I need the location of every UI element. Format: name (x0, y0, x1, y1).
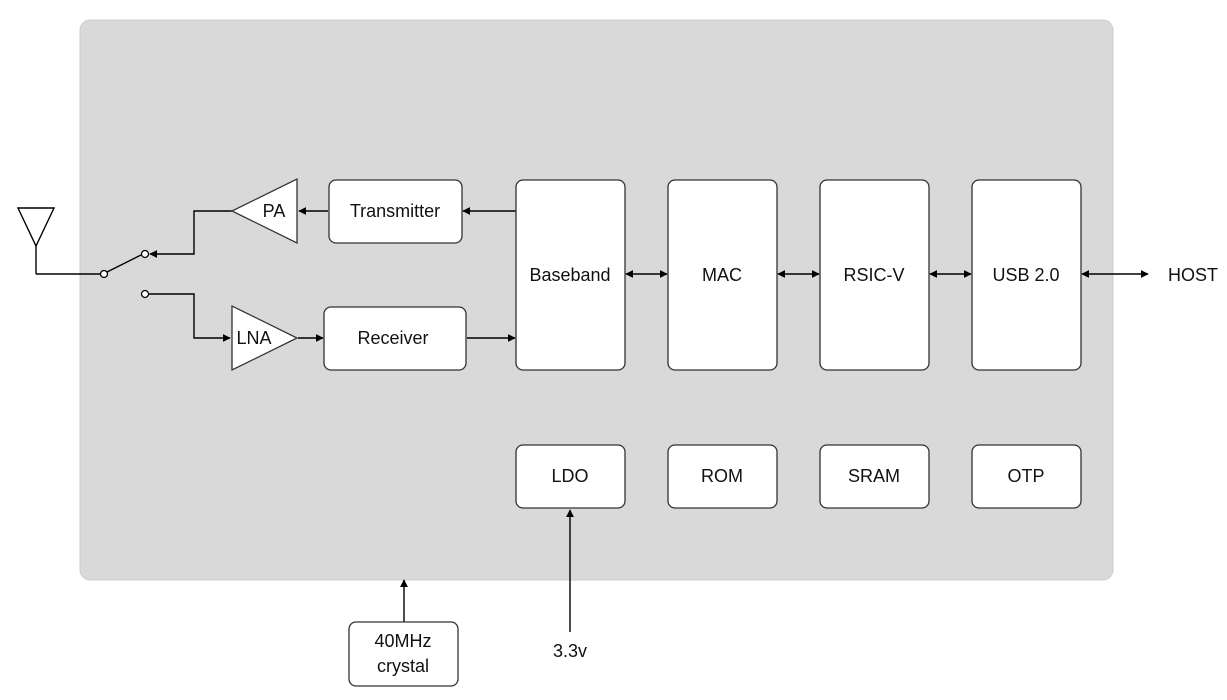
crystal-block: 40MHz crystal (348, 621, 459, 687)
pa-amplifier: PA (230, 177, 298, 245)
otp-label: OTP (1007, 466, 1044, 486)
lna-label: LNA (236, 328, 271, 348)
rom-label: ROM (701, 466, 743, 486)
mac-label: MAC (702, 265, 742, 285)
sram-label: SRAM (848, 466, 900, 486)
baseband-label: Baseband (529, 265, 610, 285)
mac-block: MAC (667, 179, 778, 371)
usb-block: USB 2.0 (971, 179, 1082, 371)
transmitter-block: Transmitter (328, 179, 463, 244)
sram-block: SRAM (819, 444, 930, 509)
crystal-label-line1: 40MHz (374, 631, 431, 651)
ldo-block: LDO (515, 444, 626, 509)
rsic-v-block: RSIC-V (819, 179, 930, 371)
pa-to-switch-line (149, 210, 232, 258)
rom-block: ROM (667, 444, 778, 509)
receiver-block: Receiver (323, 306, 467, 371)
usb-label: USB 2.0 (992, 265, 1059, 285)
pa-label: PA (263, 201, 286, 221)
supply-label: 3.3v (553, 641, 587, 661)
otp-block: OTP (971, 444, 1082, 509)
receiver-label: Receiver (357, 328, 428, 348)
host-label: HOST (1168, 265, 1218, 285)
lna-amplifier: LNA (231, 304, 299, 372)
rf-switch-icon[interactable] (99, 249, 150, 299)
transmitter-label: Transmitter (350, 201, 440, 221)
antenna-icon (16, 207, 101, 275)
baseband-block: Baseband (515, 179, 626, 371)
ldo-label: LDO (551, 466, 588, 486)
switch-to-lna-line (149, 293, 231, 342)
crystal-label-line2: crystal (377, 656, 429, 676)
rsic-v-label: RSIC-V (843, 265, 904, 285)
